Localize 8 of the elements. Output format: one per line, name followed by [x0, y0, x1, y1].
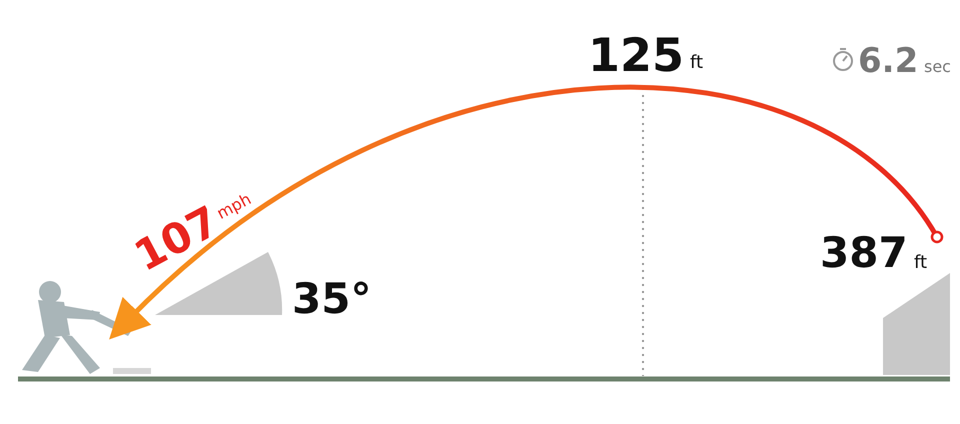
- unit-label: mph: [214, 191, 254, 222]
- launch-angle-value: 35°: [292, 278, 372, 320]
- unit-label: sec: [924, 59, 951, 75]
- hang-time-value: 6.2: [858, 44, 918, 78]
- distance-value: 387: [820, 232, 908, 274]
- unit-label: ft: [690, 54, 704, 72]
- unit-label: ft: [914, 254, 928, 272]
- height-value: 125: [588, 32, 684, 78]
